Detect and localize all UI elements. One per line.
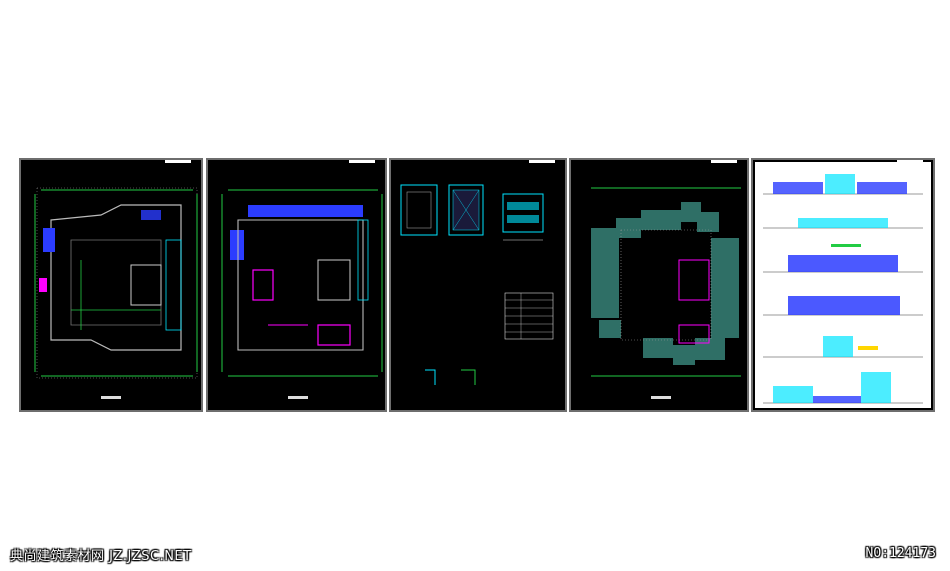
sheet-elevations [751, 158, 935, 412]
sheet-title-tab [349, 160, 375, 163]
sheet-floor-plan-2 [206, 158, 387, 412]
sheet-title-tab [165, 160, 191, 163]
upper-floor-plan-drawing [221, 189, 383, 399]
watermark-number-text: NO:124173 [865, 546, 936, 561]
sheet-details [389, 158, 567, 412]
watermark-site-text: 典尚建筑素材网 JZ.JZSC.NET [10, 549, 192, 564]
sheet-floor-plan-1 [19, 158, 203, 412]
roof-plan-drawing [591, 187, 741, 399]
floor-plan-drawing [34, 187, 198, 399]
sheet-roof-plan [569, 158, 749, 412]
sheet-title-tab [529, 160, 555, 163]
details-drawing [400, 184, 554, 385]
sheet-title-tab [711, 160, 737, 163]
sheet-title-tab [897, 160, 923, 163]
elevations-drawing [755, 162, 931, 408]
